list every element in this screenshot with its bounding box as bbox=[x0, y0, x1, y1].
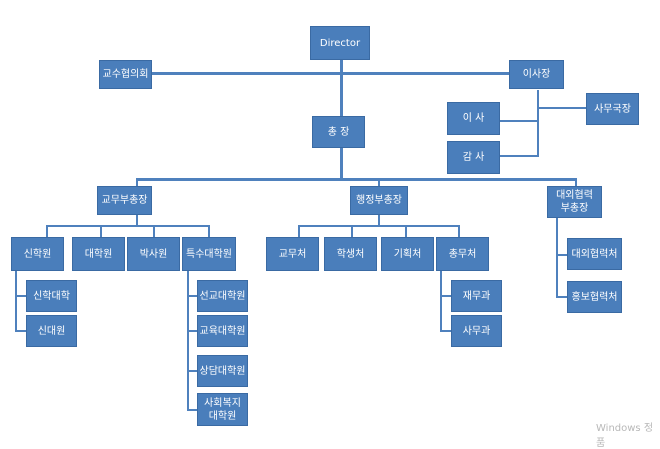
mission-grad-box: 선교대학원 bbox=[197, 280, 248, 312]
connector-vp2-drop bbox=[378, 178, 380, 186]
connector-divinity bbox=[15, 330, 26, 332]
connector-directors bbox=[500, 120, 538, 122]
faculty-council-box: 교수협의회 bbox=[99, 60, 152, 89]
general-affairs-box: 총무처 bbox=[436, 237, 489, 271]
social-welfare-grad-box: 사회복지 대학원 bbox=[197, 393, 248, 426]
director-box: Director bbox=[310, 26, 370, 60]
graduate-school-box: 대학원 bbox=[72, 237, 125, 271]
connector-general-sub bbox=[440, 271, 442, 332]
connector-mission bbox=[187, 295, 197, 297]
connector-theology-drop bbox=[46, 225, 48, 237]
finance-section-box: 재무과 bbox=[451, 280, 502, 312]
board-chair-box: 이사장 bbox=[509, 60, 564, 89]
connector-director-down bbox=[340, 60, 343, 116]
connector-external bbox=[556, 254, 567, 256]
planning-office-box: 기획처 bbox=[381, 237, 434, 271]
connector-council-chair bbox=[152, 72, 509, 75]
connector-general-drop bbox=[458, 225, 460, 237]
connector-auditors bbox=[500, 155, 538, 157]
external-relations-box: 대외협력처 bbox=[567, 238, 622, 270]
windows-watermark: Windows 정품 bbox=[596, 423, 654, 449]
connector-vp2-down bbox=[378, 215, 380, 226]
education-grad-box: 교육대학원 bbox=[197, 315, 248, 347]
counseling-grad-box: 상담대학원 bbox=[197, 355, 248, 387]
connector-special-drop bbox=[208, 225, 210, 237]
connector-academic-affairs-drop bbox=[298, 225, 300, 237]
org-chart: Director 교수협의회 이사장 이 사 사무국장 감 사 총 장 교무부총… bbox=[11, 26, 653, 449]
special-grad-school-box: 특수대학원 bbox=[182, 237, 236, 271]
connector-theology-college bbox=[15, 295, 26, 297]
doctoral-school-box: 박사원 bbox=[127, 237, 180, 271]
president-box: 총 장 bbox=[312, 116, 365, 148]
connector-welfare bbox=[187, 409, 197, 411]
connector-doctoral-drop bbox=[153, 225, 155, 237]
public-relations-box: 홍보협력처 bbox=[567, 281, 622, 313]
connector-vp3-drop bbox=[575, 178, 577, 186]
connector-vp3-sub bbox=[556, 218, 558, 298]
vp-admin-box: 행정부총장 bbox=[350, 186, 408, 215]
connector-student-drop bbox=[351, 225, 353, 237]
connector-planning-drop bbox=[405, 225, 407, 237]
connector-vp-bus bbox=[137, 178, 577, 181]
connector-vp1-down bbox=[136, 215, 138, 226]
connector-secretary bbox=[538, 107, 586, 109]
connector-counseling bbox=[187, 370, 197, 372]
theology-college-box: 신학대학 bbox=[26, 280, 77, 312]
academic-affairs-box: 교무처 bbox=[266, 237, 319, 271]
secretary-general-box: 사무국장 bbox=[586, 93, 639, 125]
connector-academic-bus bbox=[46, 225, 210, 227]
connector-finance bbox=[440, 295, 451, 297]
student-affairs-box: 학생처 bbox=[324, 237, 377, 271]
connector-education bbox=[187, 330, 197, 332]
vp-academic-box: 교무부총장 bbox=[97, 186, 152, 215]
divinity-school-box: 신대원 bbox=[26, 315, 77, 347]
connector-theology-sub bbox=[15, 271, 17, 332]
auditors-box: 감 사 bbox=[447, 141, 500, 174]
connector-graduate-drop bbox=[100, 225, 102, 237]
connector-admin-bus bbox=[298, 225, 460, 227]
theology-school-box: 신학원 bbox=[11, 237, 64, 271]
directors-box: 이 사 bbox=[447, 102, 500, 135]
vp-external-box: 대외협력 부총장 bbox=[547, 186, 602, 218]
connector-pr bbox=[556, 296, 567, 298]
connector-vp1-drop bbox=[136, 178, 138, 186]
admin-section-box: 사무과 bbox=[451, 315, 502, 347]
connector-president-down bbox=[340, 148, 343, 180]
connector-special-sub bbox=[187, 271, 189, 410]
connector-admin-section bbox=[440, 330, 451, 332]
connector-chair-down bbox=[537, 90, 539, 157]
